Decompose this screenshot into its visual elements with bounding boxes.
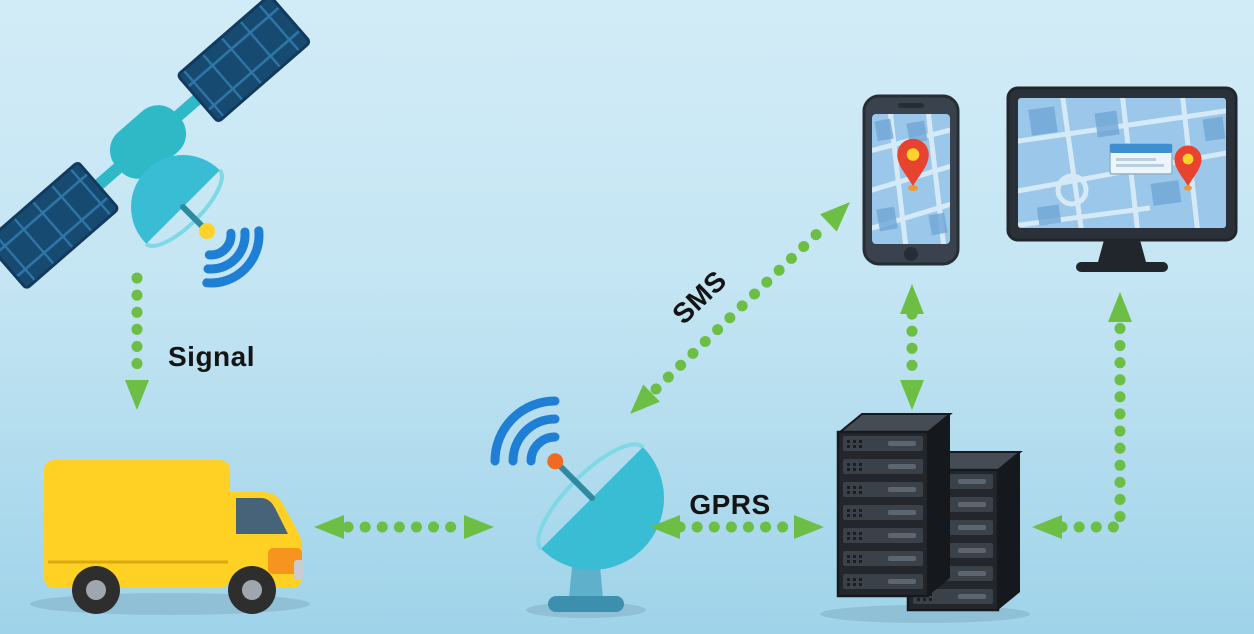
sms-label: SMS — [666, 264, 732, 329]
map-roundabout — [1055, 173, 1089, 207]
arrow-head — [125, 380, 149, 410]
van-front-fender — [268, 548, 302, 574]
server-rack-icon — [820, 413, 1030, 623]
van-icon — [30, 460, 310, 615]
gprs-label: GPRS — [689, 489, 770, 520]
van-antenna-arrow — [314, 515, 494, 539]
arrow-head — [314, 515, 344, 539]
map-popup-window — [1109, 143, 1173, 175]
signal-arrow — [125, 272, 149, 410]
feed-dot — [547, 453, 564, 470]
arrow-head — [820, 193, 859, 232]
monitor-stand — [1098, 240, 1146, 262]
arrow-head — [794, 515, 824, 539]
signal-waves-icon — [202, 226, 264, 288]
van-windshield — [236, 498, 288, 534]
gprs-arrow — [650, 515, 824, 539]
sms-arrow — [621, 193, 859, 423]
arrow-head — [464, 515, 494, 539]
signal-label: Signal — [168, 341, 255, 372]
arrow-head — [1108, 292, 1132, 322]
monitor-icon — [1006, 86, 1238, 272]
server-monitor-arrow — [1032, 292, 1132, 539]
phone-server-arrow — [900, 284, 924, 410]
antenna-base — [548, 596, 624, 612]
arrow-head — [1032, 515, 1062, 539]
smartphone-icon — [862, 94, 960, 266]
van-bumper — [294, 560, 304, 580]
arrow-head — [900, 380, 924, 410]
signal-waves-icon — [490, 396, 560, 466]
satellite-dish-icon — [131, 155, 224, 248]
monitor-base — [1076, 262, 1168, 272]
phone-speaker — [898, 103, 924, 108]
arrow-head — [900, 284, 924, 314]
satellite-icon — [0, 0, 311, 289]
antenna-dish-icon — [490, 396, 664, 618]
phone-home-button — [904, 247, 918, 261]
